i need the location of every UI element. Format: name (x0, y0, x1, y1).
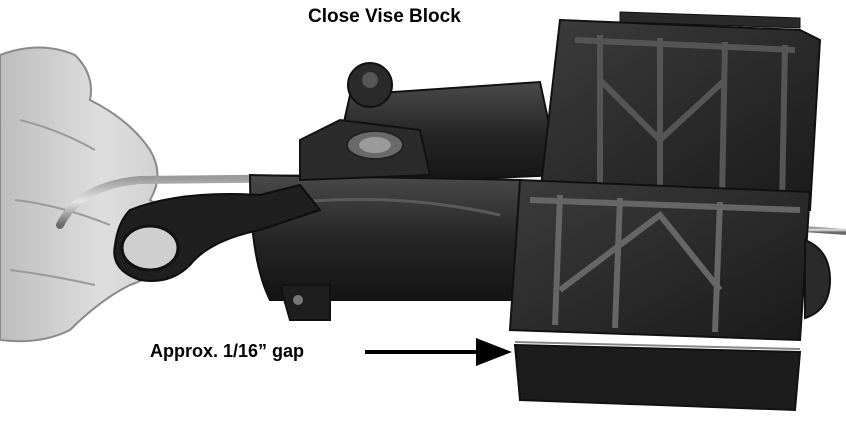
vise-block-front (508, 178, 832, 342)
vise-block-top (538, 11, 822, 212)
gap-arrow (365, 338, 512, 366)
title-caption: Close Vise Block (308, 6, 461, 27)
charging-handle (113, 183, 322, 282)
vise-block-bottom (513, 341, 802, 412)
gap-callout-label: Approx. 1/16” gap (150, 341, 305, 361)
